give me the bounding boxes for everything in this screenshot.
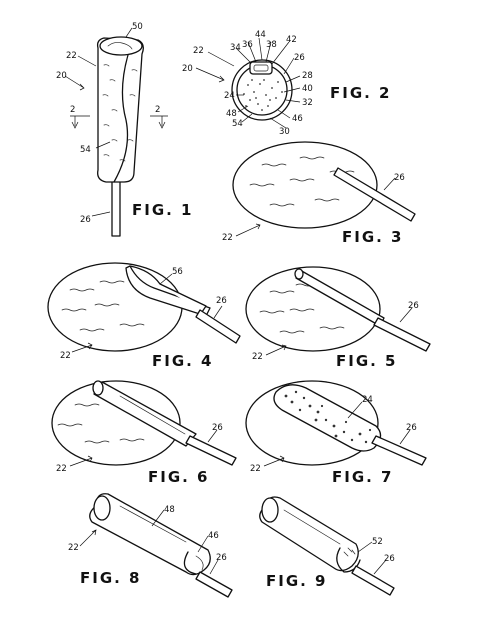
figure-7: 24 26 22 FIG. 7 <box>245 380 427 486</box>
fig-8-caption: FIG. 8 <box>80 569 142 587</box>
figure-5: 26 22 FIG. 5 <box>245 266 431 370</box>
figure-4: 56 26 22 FIG. 4 <box>47 262 241 370</box>
ref-54: 54 <box>80 145 91 155</box>
ref-24: 24 <box>224 91 235 101</box>
ref-24: 24 <box>362 395 373 405</box>
ref-20: 20 <box>182 64 193 74</box>
figure-1: 50 22 20 2 2 54 26 FIG. 1 <box>56 22 194 237</box>
ref-44: 44 <box>255 30 266 40</box>
figure-9: 52 26 FIG. 9 <box>259 496 395 596</box>
ref-26: 26 <box>384 554 395 564</box>
ref-54: 54 <box>232 119 243 129</box>
fig-7-caption: FIG. 7 <box>332 468 394 486</box>
figure-2: 44 36 38 42 22 34 26 20 28 40 24 32 48 4… <box>182 30 392 137</box>
fig-6-caption: FIG. 6 <box>148 468 210 486</box>
ref-2-left: 2 <box>70 105 75 115</box>
ref-22: 22 <box>250 464 261 474</box>
ref-22: 22 <box>60 351 71 361</box>
ref-46: 46 <box>208 531 219 541</box>
ref-22: 22 <box>222 233 233 243</box>
ref-48: 48 <box>164 505 175 515</box>
ref-38: 38 <box>266 40 277 50</box>
fig-3-caption: FIG. 3 <box>342 228 404 246</box>
ref-22: 22 <box>56 464 67 474</box>
ref-22: 22 <box>66 51 77 61</box>
ref-34: 34 <box>230 43 241 53</box>
ref-22: 22 <box>252 352 263 362</box>
ref-46: 46 <box>292 114 303 124</box>
ref-26: 26 <box>406 423 417 433</box>
ref-2-right: 2 <box>155 105 160 115</box>
ref-30: 30 <box>279 127 290 137</box>
figure-3: 26 22 FIG. 3 <box>222 141 416 246</box>
ref-26: 26 <box>216 553 227 563</box>
ref-26: 26 <box>216 296 227 306</box>
ref-26: 26 <box>294 53 305 63</box>
ref-52: 52 <box>372 537 383 547</box>
fig-4-caption: FIG. 4 <box>152 352 214 370</box>
fig-9-caption: FIG. 9 <box>266 572 328 590</box>
fig-2-caption: FIG. 2 <box>330 84 392 102</box>
ref-50: 50 <box>132 22 143 32</box>
ref-48: 48 <box>226 109 237 119</box>
fig-1-caption: FIG. 1 <box>132 201 194 219</box>
ref-22: 22 <box>193 46 204 56</box>
ref-26: 26 <box>212 423 223 433</box>
ref-56: 56 <box>172 267 183 277</box>
ref-28: 28 <box>302 71 313 81</box>
ref-26: 26 <box>394 173 405 183</box>
figure-8: 48 46 22 26 FIG. 8 <box>68 493 233 598</box>
ref-42: 42 <box>286 35 297 45</box>
ref-36: 36 <box>242 40 253 50</box>
ref-26: 26 <box>408 301 419 311</box>
ref-26: 26 <box>80 215 91 225</box>
ref-32: 32 <box>302 98 313 108</box>
figure-6: 26 22 FIG. 6 <box>51 380 237 486</box>
ref-22: 22 <box>68 543 79 553</box>
ref-20: 20 <box>56 71 67 81</box>
fig-5-caption: FIG. 5 <box>336 352 398 370</box>
ref-40: 40 <box>302 84 313 94</box>
